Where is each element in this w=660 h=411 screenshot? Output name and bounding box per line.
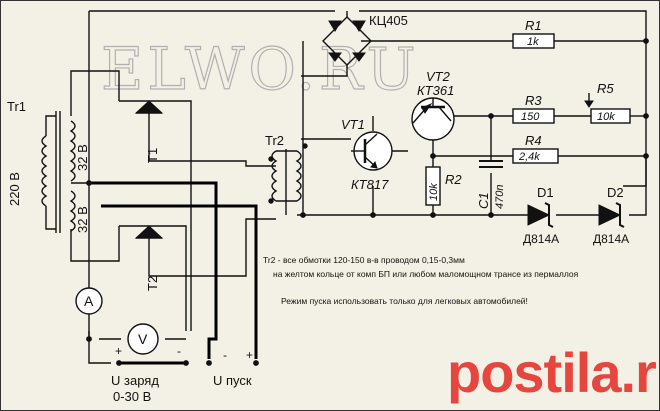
secondary-voltage-bottom: 32 В bbox=[75, 206, 90, 233]
d1-type: Д814А bbox=[523, 232, 559, 246]
r2-value: 10k bbox=[428, 183, 440, 201]
resistor-r4 bbox=[512, 148, 559, 164]
thyristor-t1 bbox=[133, 100, 165, 131]
postila-logo: postila.ru bbox=[447, 341, 659, 404]
bridge-label: КЦ405 bbox=[369, 13, 408, 28]
thyristor-t2 bbox=[133, 225, 165, 253]
resistor-r2 bbox=[425, 166, 441, 206]
vt1-label: VT1 bbox=[341, 117, 365, 132]
charge-minus: - bbox=[177, 344, 181, 358]
output-terminals bbox=[116, 360, 259, 366]
vt1-type: КТ817 bbox=[351, 177, 389, 192]
transistor-vt2 bbox=[411, 97, 455, 141]
mains-voltage-label: 220 В bbox=[7, 172, 22, 206]
note-line-3: Режим пуска использовать только для легк… bbox=[281, 296, 528, 306]
ammeter-label: A bbox=[84, 293, 94, 309]
r5-value: 10k bbox=[597, 111, 615, 123]
charge-plus: + bbox=[115, 344, 122, 358]
capacitor-c1 bbox=[479, 160, 503, 168]
potentiometer-r5 bbox=[584, 100, 631, 124]
charge-voltage-label: U заряд bbox=[111, 373, 159, 388]
start-voltage-label: U пуск bbox=[213, 373, 252, 388]
r3-label: R3 bbox=[525, 93, 542, 108]
zener-d1 bbox=[527, 202, 554, 228]
t1-label: T1 bbox=[145, 148, 160, 163]
c1-value: 470n bbox=[494, 185, 506, 209]
r1-label: R1 bbox=[525, 18, 542, 33]
ammeter bbox=[75, 287, 103, 315]
zener-d2 bbox=[598, 202, 625, 228]
c1-label: C1 bbox=[476, 192, 491, 209]
note-line-2: на желтом кольце от комп БП или любом ма… bbox=[273, 269, 579, 279]
r2-label: R2 bbox=[445, 172, 462, 187]
r4-label: R4 bbox=[525, 133, 542, 148]
diode-bridge bbox=[322, 16, 372, 66]
tr2-label: Tr2 bbox=[265, 133, 284, 148]
voltmeter bbox=[127, 323, 159, 355]
tr1-label: Tr1 bbox=[7, 99, 26, 114]
transformer-tr2 bbox=[268, 143, 308, 215]
note-line-1: Tr2 - все обмотки 120-150 в-в проводом 0… bbox=[263, 255, 465, 265]
resistor-r3 bbox=[512, 108, 555, 124]
watermark: ELWO.RU bbox=[101, 35, 420, 103]
d2-label: D2 bbox=[607, 185, 624, 200]
vt2-label: VT2 bbox=[426, 69, 451, 84]
d2-type: Д814А bbox=[593, 232, 629, 246]
voltmeter-label: V bbox=[138, 331, 148, 347]
current-path bbox=[89, 181, 258, 365]
junctions bbox=[86, 38, 649, 342]
transformer-tr1 bbox=[41, 111, 76, 233]
secondary-voltage-top: 32 В bbox=[75, 144, 90, 171]
d1-label: D1 bbox=[537, 185, 554, 200]
r1-value: 1k bbox=[527, 36, 539, 48]
r3-value: 150 bbox=[521, 111, 540, 123]
resistor-r1 bbox=[512, 33, 555, 49]
vt2-type: КТ361 bbox=[417, 83, 454, 98]
t2-label: T2 bbox=[145, 276, 160, 291]
start-plus: + bbox=[246, 348, 253, 362]
charge-range-label: 0-30 В bbox=[113, 389, 151, 404]
r5-label: R5 bbox=[597, 81, 614, 96]
r4-value: 2,4k bbox=[518, 151, 540, 163]
start-minus: - bbox=[223, 348, 227, 362]
transistor-vt1 bbox=[351, 131, 393, 171]
